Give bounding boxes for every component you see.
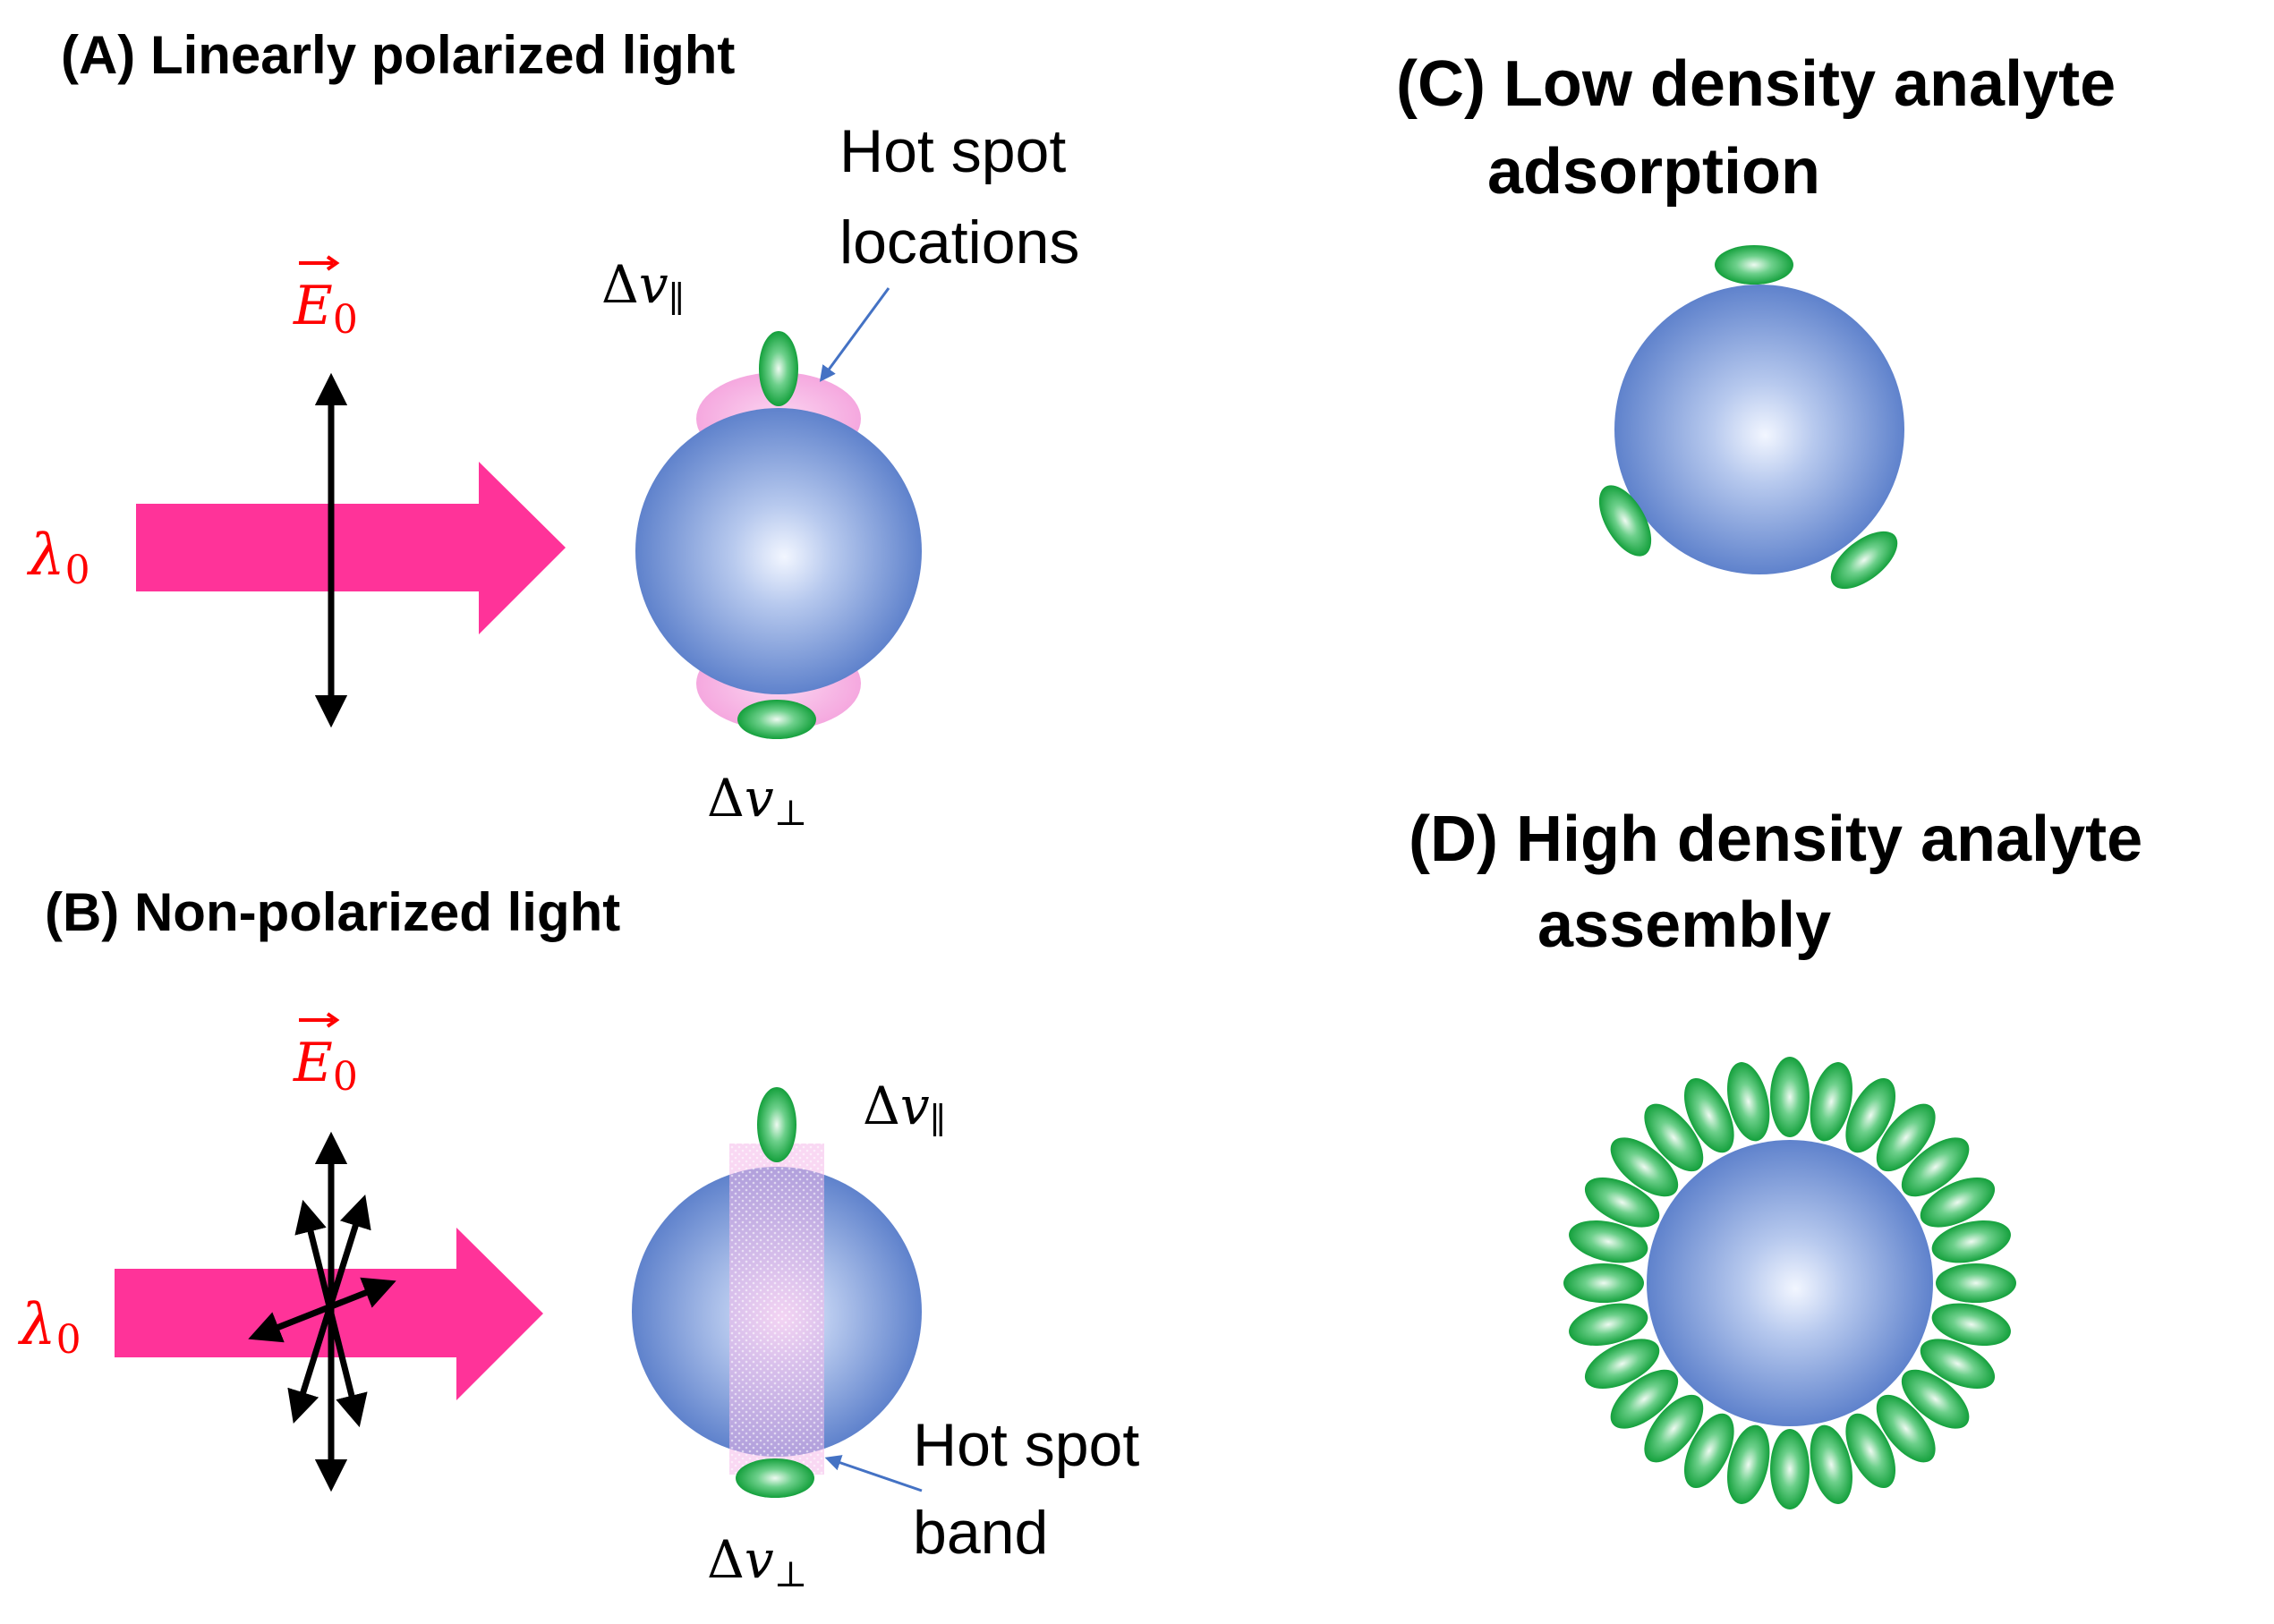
panel-d-title-line2: assembly — [1537, 889, 1831, 961]
pointer-arrow-icon — [824, 1455, 923, 1492]
analyte-ellipse-icon — [1727, 1062, 1770, 1142]
analyte-ellipse-icon — [1920, 1177, 1996, 1228]
wavelength-label-a: λ0 — [26, 523, 90, 593]
analyte-ellipse-icon — [1810, 1062, 1852, 1142]
delta-par-label-b: Δv∥ — [863, 1076, 946, 1142]
analyte-ellipse-icon — [757, 1087, 796, 1162]
analyte-ellipse-icon — [1610, 1137, 1679, 1197]
panel-d: (D) High density analyte assembly — [1409, 803, 2142, 1509]
hotspot-note-b-line2: band — [913, 1499, 1048, 1567]
analyte-ellipse-icon — [1845, 1077, 1896, 1153]
panel-b-title: (B) Non-polarized light — [45, 882, 620, 942]
analyte-ellipse-icon — [1810, 1424, 1852, 1504]
analyte-ellipse-icon — [1683, 1077, 1734, 1153]
analyte-ellipse-icon — [1584, 1339, 1660, 1390]
svg-text:E0: E0 — [293, 275, 358, 343]
analyte-ellipse-icon — [1584, 1177, 1660, 1228]
analyte-ellipse-icon — [1683, 1413, 1734, 1489]
pink-arrow-icon — [136, 462, 566, 634]
hotspot-note-a-line2: locations — [839, 208, 1079, 276]
analyte-ellipse-icon — [759, 331, 798, 406]
analyte-ellipse-icon — [736, 1458, 814, 1498]
panel-c-title-line1: (C) Low density analyte — [1396, 48, 2116, 120]
analyte-ellipse-icon — [1644, 1103, 1704, 1172]
analyte-ellipse-icon — [1770, 1057, 1810, 1137]
hotspot-band-icon — [729, 1144, 824, 1475]
panel-a: (A) Linearly polarized light λ0 E0 Δv∥ Δ… — [26, 25, 1079, 834]
analyte-ellipse-icon — [1727, 1424, 1770, 1504]
field-vector-label-a: E0 — [293, 255, 358, 343]
panel-c: (C) Low density analyte adsorption — [1396, 48, 2116, 590]
analyte-ellipse-icon — [1569, 1303, 1648, 1346]
analyte-ellipse-icon — [1715, 245, 1793, 285]
nanoparticle-sphere-icon — [1614, 285, 1904, 574]
hotspot-note-b-line1: Hot spot — [913, 1411, 1139, 1479]
analyte-ellipse-icon — [1931, 1303, 2011, 1346]
analyte-ellipse-icon — [1563, 1263, 1644, 1303]
delta-perp-label-b: Δv⊥ — [707, 1529, 807, 1595]
analyte-ellipse-icon — [1876, 1394, 1936, 1463]
panel-c-title-line2: adsorption — [1487, 136, 1820, 208]
analyte-ellipse-icon — [1644, 1394, 1704, 1463]
analyte-ellipse-icon — [1936, 1263, 2016, 1303]
analyte-ellipse-icon — [1876, 1103, 1936, 1172]
analyte-ellipse-icon — [1610, 1369, 1679, 1429]
analyte-ellipse-icon — [1920, 1339, 1996, 1390]
nanoparticle-sphere-icon — [635, 408, 922, 694]
delta-par-label-a: Δv∥ — [601, 254, 685, 320]
panel-d-title-line1: (D) High density analyte — [1409, 803, 2142, 875]
multi-direction-arrows-icon — [248, 1131, 396, 1492]
analyte-ellipse-icon — [1598, 485, 1652, 557]
analyte-ellipse-icon — [1569, 1220, 1648, 1263]
analyte-ring — [1563, 1057, 2016, 1509]
hotspot-note-a-line1: Hot spot — [839, 117, 1066, 185]
analyte-ellipse-icon — [1830, 531, 1898, 590]
analyte-ellipse-icon — [1845, 1413, 1896, 1489]
field-vector-label-b: E0 — [293, 1012, 358, 1100]
pointer-arrow-icon — [819, 287, 890, 382]
panel-a-title: (A) Linearly polarized light — [61, 25, 735, 85]
analyte-ellipse-icon — [1901, 1369, 1970, 1429]
delta-perp-label-a: Δv⊥ — [707, 768, 807, 834]
analyte-ellipse-icon — [737, 700, 816, 739]
wavelength-label-b: λ0 — [17, 1292, 81, 1363]
panel-b: (B) Non-polarized light λ0 E0 Δv∥ Δv⊥ Ho… — [17, 882, 1139, 1595]
analyte-ellipse-icon — [1931, 1220, 2011, 1263]
analyte-ellipse-icon — [1901, 1137, 1970, 1197]
svg-text:E0: E0 — [293, 1032, 358, 1100]
nanoparticle-sphere-icon — [1647, 1140, 1933, 1426]
analyte-ellipse-icon — [1770, 1429, 1810, 1509]
